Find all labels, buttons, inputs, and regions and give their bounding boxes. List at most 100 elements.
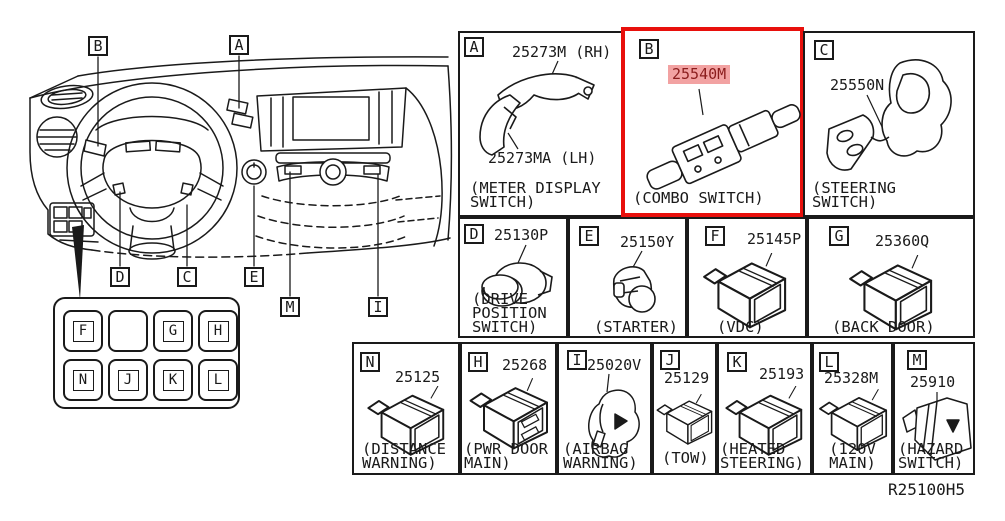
part-caption: (COMBO SWITCH) xyxy=(633,190,764,206)
part-number: 25360Q xyxy=(875,232,930,250)
part-cell-j[interactable]: J 25129 (TOW) xyxy=(652,342,717,475)
part-cell-e[interactable]: E 25150Y (STARTER) xyxy=(568,217,687,338)
part-cell-n[interactable]: N 25125 (DISTANCE WARNING) xyxy=(352,342,460,475)
part-illustration-tow-switch xyxy=(654,393,718,454)
part-illustration-120v-main-switch xyxy=(816,388,894,458)
part-cell-a[interactable]: A 25273M (RH) 25273MA (LH) (METER DISPLA… xyxy=(458,31,624,217)
cell-label-a: A xyxy=(464,37,484,57)
cell-letter: L xyxy=(824,352,834,371)
part-number: 25145P xyxy=(747,230,802,248)
part-illustration-airbag-warning-switch xyxy=(587,373,640,458)
part-cell-g[interactable]: G 25360Q (BACK DOOR) xyxy=(807,217,975,338)
caption-line: WARNING) xyxy=(563,454,638,472)
callout-e-letter: E xyxy=(249,267,259,286)
part-cell-m[interactable]: M 25910 (HAZARD SWITCH) xyxy=(893,342,975,475)
part-illustration-back-door-switch xyxy=(845,255,941,335)
caption-line: (HAZARD xyxy=(898,440,964,458)
part-illustration-distance-warning-switch xyxy=(362,386,454,460)
part-number: 25130P xyxy=(494,226,549,244)
callout-d-letter: D xyxy=(115,267,125,286)
part-cell-f[interactable]: F 25145P (VDC) xyxy=(687,217,807,338)
cell-letter: N xyxy=(365,352,375,371)
part-number: 25328M xyxy=(824,369,879,387)
cell-label-l: L xyxy=(819,352,839,372)
cell-letter: I xyxy=(572,350,582,369)
cell-label-f: F xyxy=(705,226,725,246)
part-caption: (DISTANCE WARNING) xyxy=(362,440,446,471)
part-illustration-combo-switch xyxy=(646,88,801,190)
callout-d: D xyxy=(110,267,130,287)
part-caption: (BACK DOOR) xyxy=(832,318,935,336)
cell-letter: K xyxy=(732,352,742,371)
diagram-ref-code: R25100H5 xyxy=(888,480,966,499)
caption-line: (VDC) xyxy=(717,318,764,336)
part-illustration-meter-display-switch xyxy=(479,60,595,156)
callout-m-letter: M xyxy=(285,297,295,316)
part-cell-b-selected[interactable]: B 25540M (COMBO SWITCH) xyxy=(621,27,804,217)
part-number: 25273M (RH) xyxy=(512,43,612,61)
cell-letter: A xyxy=(469,37,479,56)
callout-m: M xyxy=(280,297,300,317)
part-cell-l[interactable]: L 25328M (120V MAIN) xyxy=(812,342,893,475)
caption-line: (HEATED xyxy=(720,440,786,458)
panel-button-g: G xyxy=(153,310,193,352)
caption-line: SWITCH) xyxy=(898,454,964,472)
caption-line: (METER DISPLAY xyxy=(470,179,601,197)
cell-label-n: N xyxy=(360,352,380,372)
part-illustration-starter-switch xyxy=(612,250,656,313)
callout-b-letter: B xyxy=(93,36,103,55)
callout-b: B xyxy=(88,36,108,56)
part-illustration-steering-switch xyxy=(826,59,952,171)
dashboard-illustration xyxy=(29,55,453,300)
caption-line: MAIN) xyxy=(829,454,876,472)
cell-letter: F xyxy=(710,226,720,245)
callout-i-letter: I xyxy=(373,297,383,316)
part-number: 25910 xyxy=(910,373,956,391)
panel-button-f: F xyxy=(63,310,103,352)
part-cell-d[interactable]: D 25130P (DRIVE POSITION SWITCH) xyxy=(458,217,568,338)
part-cell-h[interactable]: H 25268 (PWR DOOR MAIN) xyxy=(460,342,557,475)
panel-key-h: H xyxy=(207,320,229,342)
part-cell-i[interactable]: I 25020V (AIRBAG WARNING) xyxy=(557,342,652,475)
part-number: 25273MA (LH) xyxy=(488,149,597,167)
caption-line: POSITION xyxy=(472,304,547,322)
caption-line: (DRIVE xyxy=(472,290,528,308)
part-cell-k[interactable]: K 25193 (HEATED STEERING) xyxy=(717,342,812,475)
cell-label-j: J xyxy=(660,350,680,370)
part-number: 25550N xyxy=(830,76,885,94)
panel-key-j: J xyxy=(117,369,139,391)
caption-line: MAIN) xyxy=(464,454,511,472)
caption-line: (TOW) xyxy=(662,449,709,467)
part-number: 25125 xyxy=(395,368,441,386)
callout-i: I xyxy=(368,297,388,317)
part-number: 25129 xyxy=(664,369,710,387)
panel-button-l: L xyxy=(198,359,238,401)
cell-label-k: K xyxy=(727,352,747,372)
part-caption: (TOW) xyxy=(662,449,709,467)
part-illustration-drive-position-switch xyxy=(481,244,553,307)
cell-label-h: H xyxy=(468,352,488,372)
panel-button-k: K xyxy=(153,359,193,401)
switch-location-panel: F G H N J K L xyxy=(53,297,240,409)
part-cell-c[interactable]: C 25550N (STEERING SWITCH) xyxy=(803,31,975,217)
part-illustration-vdc-switch xyxy=(699,253,795,333)
cell-label-c: C xyxy=(814,40,834,60)
cell-letter: B xyxy=(644,39,654,58)
caption-line: (BACK DOOR) xyxy=(832,318,935,336)
part-number-highlighted[interactable]: 25540M xyxy=(668,65,731,84)
cell-letter: H xyxy=(473,352,483,371)
panel-key-l: L xyxy=(207,369,229,391)
panel-key-k: K xyxy=(162,369,184,391)
panel-key-g: G xyxy=(162,320,184,342)
caption-line: (DISTANCE xyxy=(362,440,446,458)
part-caption: (AIRBAG WARNING) xyxy=(563,441,638,472)
part-number: 25193 xyxy=(759,365,805,383)
part-illustration-heated-steering-switch xyxy=(721,386,811,460)
part-number: 25268 xyxy=(502,356,548,374)
panel-button-blank xyxy=(108,310,148,352)
cell-label-g: G xyxy=(829,226,849,246)
callout-a-letter: A xyxy=(234,35,244,54)
callout-a: A xyxy=(229,35,249,55)
caption-line: SWITCH) xyxy=(812,193,878,211)
